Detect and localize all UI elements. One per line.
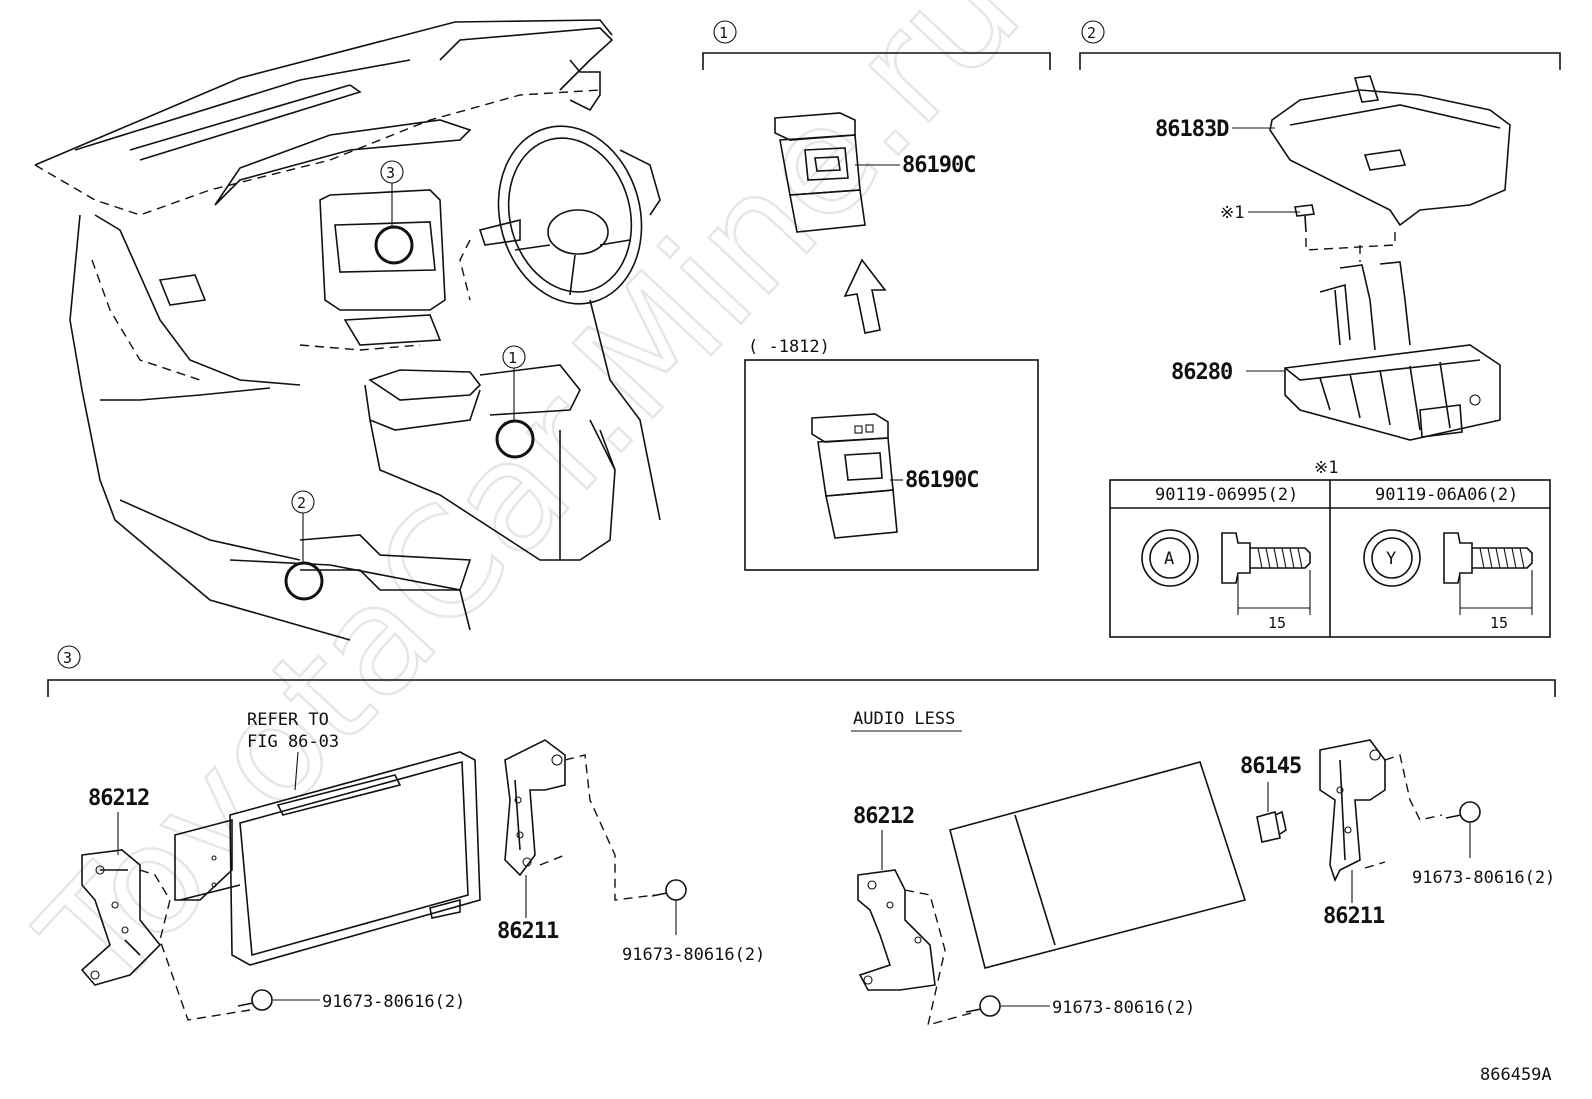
location-circle-3	[374, 225, 414, 265]
callout-3-label: 3	[386, 164, 395, 182]
section-1-marker: 1	[719, 24, 728, 42]
bolt-side-1-icon	[1221, 532, 1311, 615]
dashboard-overview: 3 1 2	[34, 19, 661, 641]
callout-2-label: 2	[297, 494, 306, 512]
screw-right-bottom-icon	[965, 995, 1001, 1017]
section-1-bracket	[702, 52, 1051, 70]
head-mark-a: A	[1164, 549, 1174, 569]
part-86190C-lower[interactable]: 86190C	[905, 468, 979, 493]
section-2-marker: 2	[1087, 24, 1096, 42]
audio-less-label: AUDIO LESS	[853, 709, 955, 729]
screw-left-bottom-icon	[237, 989, 273, 1011]
part-86211-right[interactable]: 86211	[1323, 904, 1386, 929]
table-header-90119-06995: 90119-06995(2)	[1155, 485, 1298, 505]
fastener-table: ※1 90119-06995(2) 90119-06A06(2) A 15	[1109, 458, 1551, 638]
location-circle-1	[495, 419, 535, 459]
cover-illustration	[1269, 75, 1511, 227]
refer-fig-label[interactable]: FIG 86-03	[247, 732, 339, 752]
variant-range-label: ( -1812)	[748, 337, 830, 357]
section-3: 3 REFER TO FIG 86-03 86212	[47, 645, 1556, 1026]
part-86183D[interactable]: 86183D	[1155, 117, 1230, 142]
screw-91673-right-bottom[interactable]: 91673-80616(2)	[1052, 998, 1195, 1018]
cap-86145-illustration	[1256, 810, 1287, 843]
figure-code: 866459A	[1480, 1065, 1552, 1085]
right-bracket-86211-illustration	[504, 739, 566, 877]
length-dim-2: 15	[1490, 614, 1508, 632]
module-illustration	[1284, 261, 1501, 441]
head-mark-y: Y	[1386, 549, 1396, 569]
bracket-86212-right-illustration	[857, 869, 936, 991]
section-2: 2 86183D ※1 86280	[1079, 20, 1561, 638]
blank-panel-illustration	[949, 761, 1247, 969]
part-86211-left[interactable]: 86211	[497, 919, 560, 944]
table-ref-mark: ※1	[1314, 458, 1338, 478]
length-dim-1: 15	[1268, 614, 1286, 632]
callout-1: 1	[495, 345, 535, 459]
variant-box	[744, 359, 1039, 571]
part-86145[interactable]: 86145	[1240, 754, 1302, 779]
screw-ref-mark: ※1	[1220, 203, 1244, 223]
screw-91673-right-top[interactable]: 91673-80616(2)	[1412, 868, 1555, 888]
bolt-head-y-icon: Y	[1363, 529, 1421, 587]
section-1: 1 86190C ( -1812) 86190C	[702, 20, 1051, 571]
bolt-side-2-icon	[1443, 532, 1533, 615]
part-86212-left[interactable]: 86212	[88, 786, 150, 811]
part-86212-right[interactable]: 86212	[853, 804, 915, 829]
part-86280[interactable]: 86280	[1171, 360, 1233, 385]
screw-right-top-icon	[1445, 801, 1481, 823]
arrow-up-icon	[843, 258, 887, 334]
callout-3: 3	[374, 160, 414, 265]
screw-left-right-icon	[651, 879, 687, 901]
switch-lower-illustration	[811, 413, 898, 539]
screw-small-icon	[1294, 204, 1315, 233]
location-circle-2	[284, 561, 324, 601]
screw-91673-left-bottom[interactable]: 91673-80616(2)	[322, 992, 465, 1012]
switch-upper-illustration	[774, 112, 866, 233]
section-3-bracket	[47, 679, 1556, 697]
bracket-86211-right-illustration	[1319, 739, 1386, 883]
section-2-bracket	[1079, 52, 1561, 70]
audio-unit-illustration	[174, 751, 481, 966]
bolt-head-a-icon: A	[1141, 529, 1199, 587]
screw-91673-left-right[interactable]: 91673-80616(2)	[622, 945, 765, 965]
part-86190C-upper[interactable]: 86190C	[902, 153, 976, 178]
refer-to-label: REFER TO	[247, 710, 329, 730]
callout-1-label: 1	[508, 349, 517, 367]
callout-2: 2	[284, 490, 324, 601]
table-header-90119-06A06: 90119-06A06(2)	[1375, 485, 1518, 505]
section-3-marker: 3	[63, 649, 72, 667]
left-bracket-86212-illustration	[80, 849, 162, 986]
